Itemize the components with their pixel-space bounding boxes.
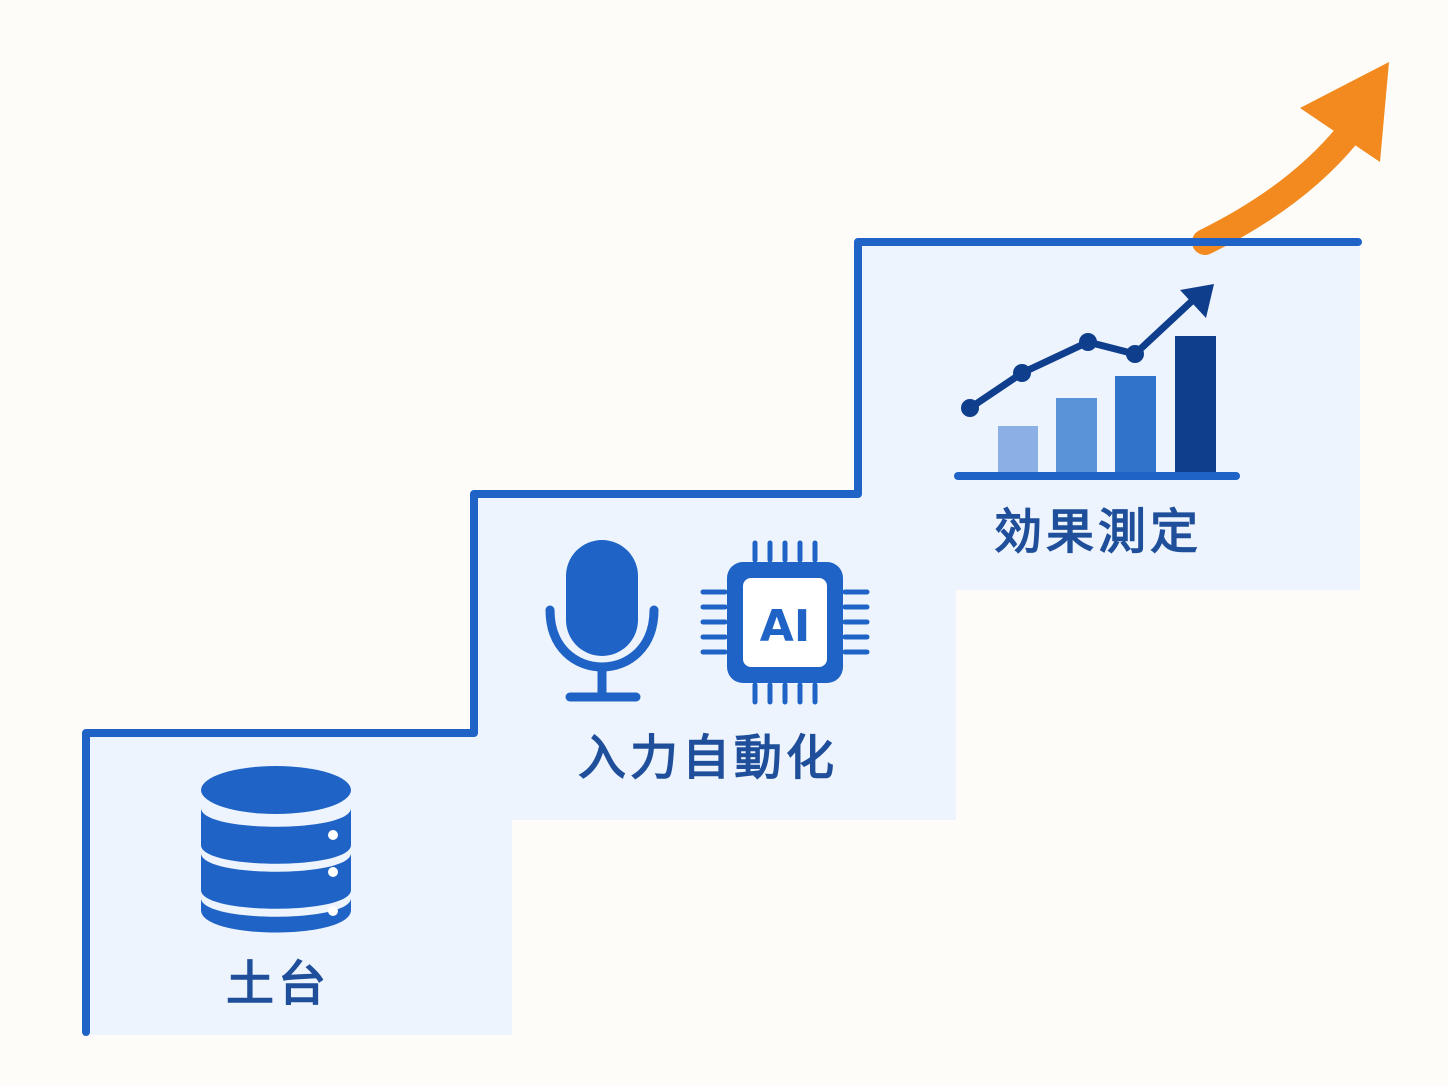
microphone-icon	[545, 540, 659, 702]
step-3-panel	[858, 242, 1360, 590]
chart-bar-3	[1115, 376, 1156, 472]
chart-bar-2	[1056, 398, 1097, 472]
staircase-line	[82, 238, 1362, 1036]
chart-bar-1	[998, 426, 1038, 472]
ai-chip-icon: AI	[700, 540, 870, 705]
bar-chart-trend-icon	[954, 284, 1240, 480]
step-2-label: 入力自動化	[577, 730, 839, 786]
step-3-label: 効果測定	[993, 504, 1203, 560]
chart-bar-4	[1175, 336, 1216, 472]
ai-chip-label: AI	[760, 601, 810, 652]
database-icon	[201, 766, 351, 933]
step-1-label: 土台	[225, 956, 331, 1012]
growth-arrow-icon	[1192, 62, 1389, 255]
